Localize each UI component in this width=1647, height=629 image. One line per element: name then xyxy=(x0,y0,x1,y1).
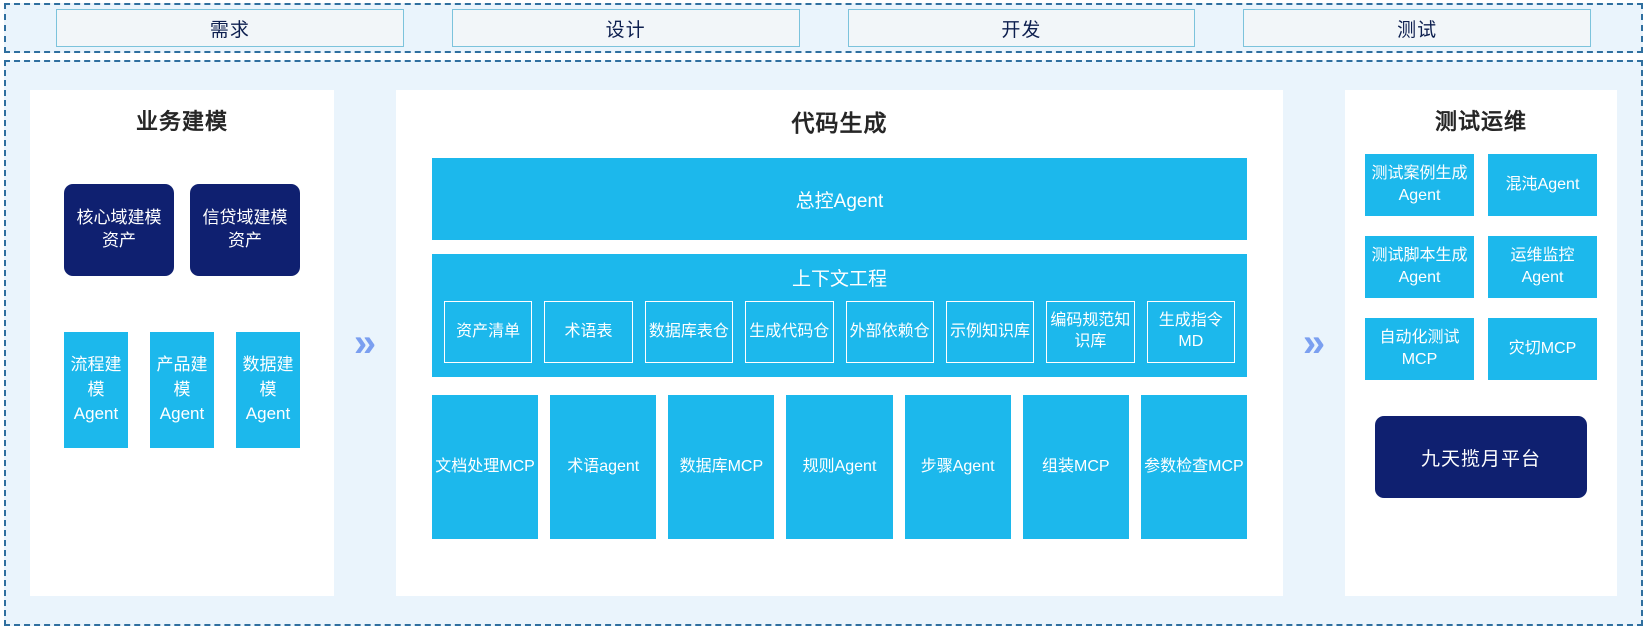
tool-document-processing-mcp[interactable]: 文档处理MCP xyxy=(432,395,539,539)
master-agent-bar[interactable]: 总控Agent xyxy=(432,158,1247,240)
asset-credit-domain[interactable]: 信贷域建模资产 xyxy=(190,184,300,276)
agent-product-modeling[interactable]: 产品建模Agent xyxy=(150,332,214,448)
chevron-right-icon-left: » xyxy=(353,321,377,365)
tool-database-mcp[interactable]: 数据库MCP xyxy=(668,395,775,539)
test-case-generation-agent[interactable]: 测试案例生成Agent xyxy=(1365,154,1474,216)
agent-data-modeling[interactable]: 数据建模Agent xyxy=(236,332,300,448)
stage-bar: 需求 设计 开发 测试 xyxy=(4,3,1643,53)
business-modeling-assets: 核心域建模资产 信贷域建模资产 xyxy=(46,184,318,276)
tool-step-agent[interactable]: 步骤Agent xyxy=(904,395,1011,539)
disaster-switch-mcp[interactable]: 灾切MCP xyxy=(1488,318,1597,380)
context-engineering-block: 上下文工程 资产清单 术语表 数据库表仓 生成代码仓 外部依赖仓 示例知识库 编… xyxy=(432,254,1247,377)
ctx-item-coding-standard-knowledge-base[interactable]: 编码规范知识库 xyxy=(1046,301,1135,363)
ctx-item-generated-code-repo[interactable]: 生成代码仓 xyxy=(745,301,834,363)
tool-glossary-agent[interactable]: 术语agent xyxy=(550,395,657,539)
chaos-agent[interactable]: 混沌Agent xyxy=(1488,154,1597,216)
ops-monitoring-agent[interactable]: 运维监控Agent xyxy=(1488,236,1597,298)
automated-test-mcp[interactable]: 自动化测试MCP xyxy=(1365,318,1474,380)
code-generation-title: 代码生成 xyxy=(791,110,888,136)
stage-design[interactable]: 设计 xyxy=(451,9,800,47)
tool-assembly-mcp[interactable]: 组装MCP xyxy=(1022,395,1129,539)
test-script-generation-agent[interactable]: 测试脚本生成Agent xyxy=(1365,236,1474,298)
stage-testing[interactable]: 测试 xyxy=(1243,9,1591,47)
ctx-item-external-dependency-repo[interactable]: 外部依赖仓 xyxy=(845,301,934,363)
stage-development[interactable]: 开发 xyxy=(847,9,1196,47)
main-frame: 业务建模 核心域建模资产 信贷域建模资产 流程建模Agent 产品建模Agent… xyxy=(4,60,1643,626)
stage-requirement[interactable]: 需求 xyxy=(56,9,404,47)
test-ops-items: 测试案例生成Agent 混沌Agent 测试脚本生成Agent 运维监控Agen… xyxy=(1361,154,1601,380)
ctx-item-db-table-repo[interactable]: 数据库表仓 xyxy=(644,301,734,363)
ctx-item-glossary[interactable]: 术语表 xyxy=(544,301,633,363)
test-ops-title: 测试运维 xyxy=(1434,109,1527,134)
ctx-item-generation-instruction-md[interactable]: 生成指令MD xyxy=(1146,301,1235,363)
panel-code-generation: 代码生成 总控Agent 上下文工程 资产清单 术语表 数据库表仓 生成代码仓 … xyxy=(396,90,1283,596)
jiutian-lanyue-platform[interactable]: 九天揽月平台 xyxy=(1375,416,1587,498)
chevron-right-icon-right: » xyxy=(1302,321,1326,365)
context-engineering-title: 上下文工程 xyxy=(791,269,887,290)
business-modeling-title: 业务建模 xyxy=(135,109,228,134)
ctx-item-asset-list[interactable]: 资产清单 xyxy=(444,301,533,363)
tool-rule-agent[interactable]: 规则Agent xyxy=(786,395,893,539)
ctx-item-example-knowledge-base[interactable]: 示例知识库 xyxy=(945,301,1035,363)
asset-core-domain[interactable]: 核心域建模资产 xyxy=(64,184,174,276)
context-engineering-items: 资产清单 术语表 数据库表仓 生成代码仓 外部依赖仓 示例知识库 编码规范知识库… xyxy=(444,301,1235,363)
panel-business-modeling: 业务建模 核心域建模资产 信贷域建模资产 流程建模Agent 产品建模Agent… xyxy=(30,90,334,596)
tool-parameter-check-mcp[interactable]: 参数检查MCP xyxy=(1140,395,1247,539)
panel-test-ops: 测试运维 测试案例生成Agent 混沌Agent 测试脚本生成Agent 运维监… xyxy=(1345,90,1617,596)
code-generation-tools: 文档处理MCP 术语agent 数据库MCP 规则Agent 步骤Agent 组… xyxy=(432,395,1247,539)
business-modeling-agents: 流程建模Agent 产品建模Agent 数据建模Agent xyxy=(46,332,318,448)
agent-process-modeling[interactable]: 流程建模Agent xyxy=(64,332,128,448)
